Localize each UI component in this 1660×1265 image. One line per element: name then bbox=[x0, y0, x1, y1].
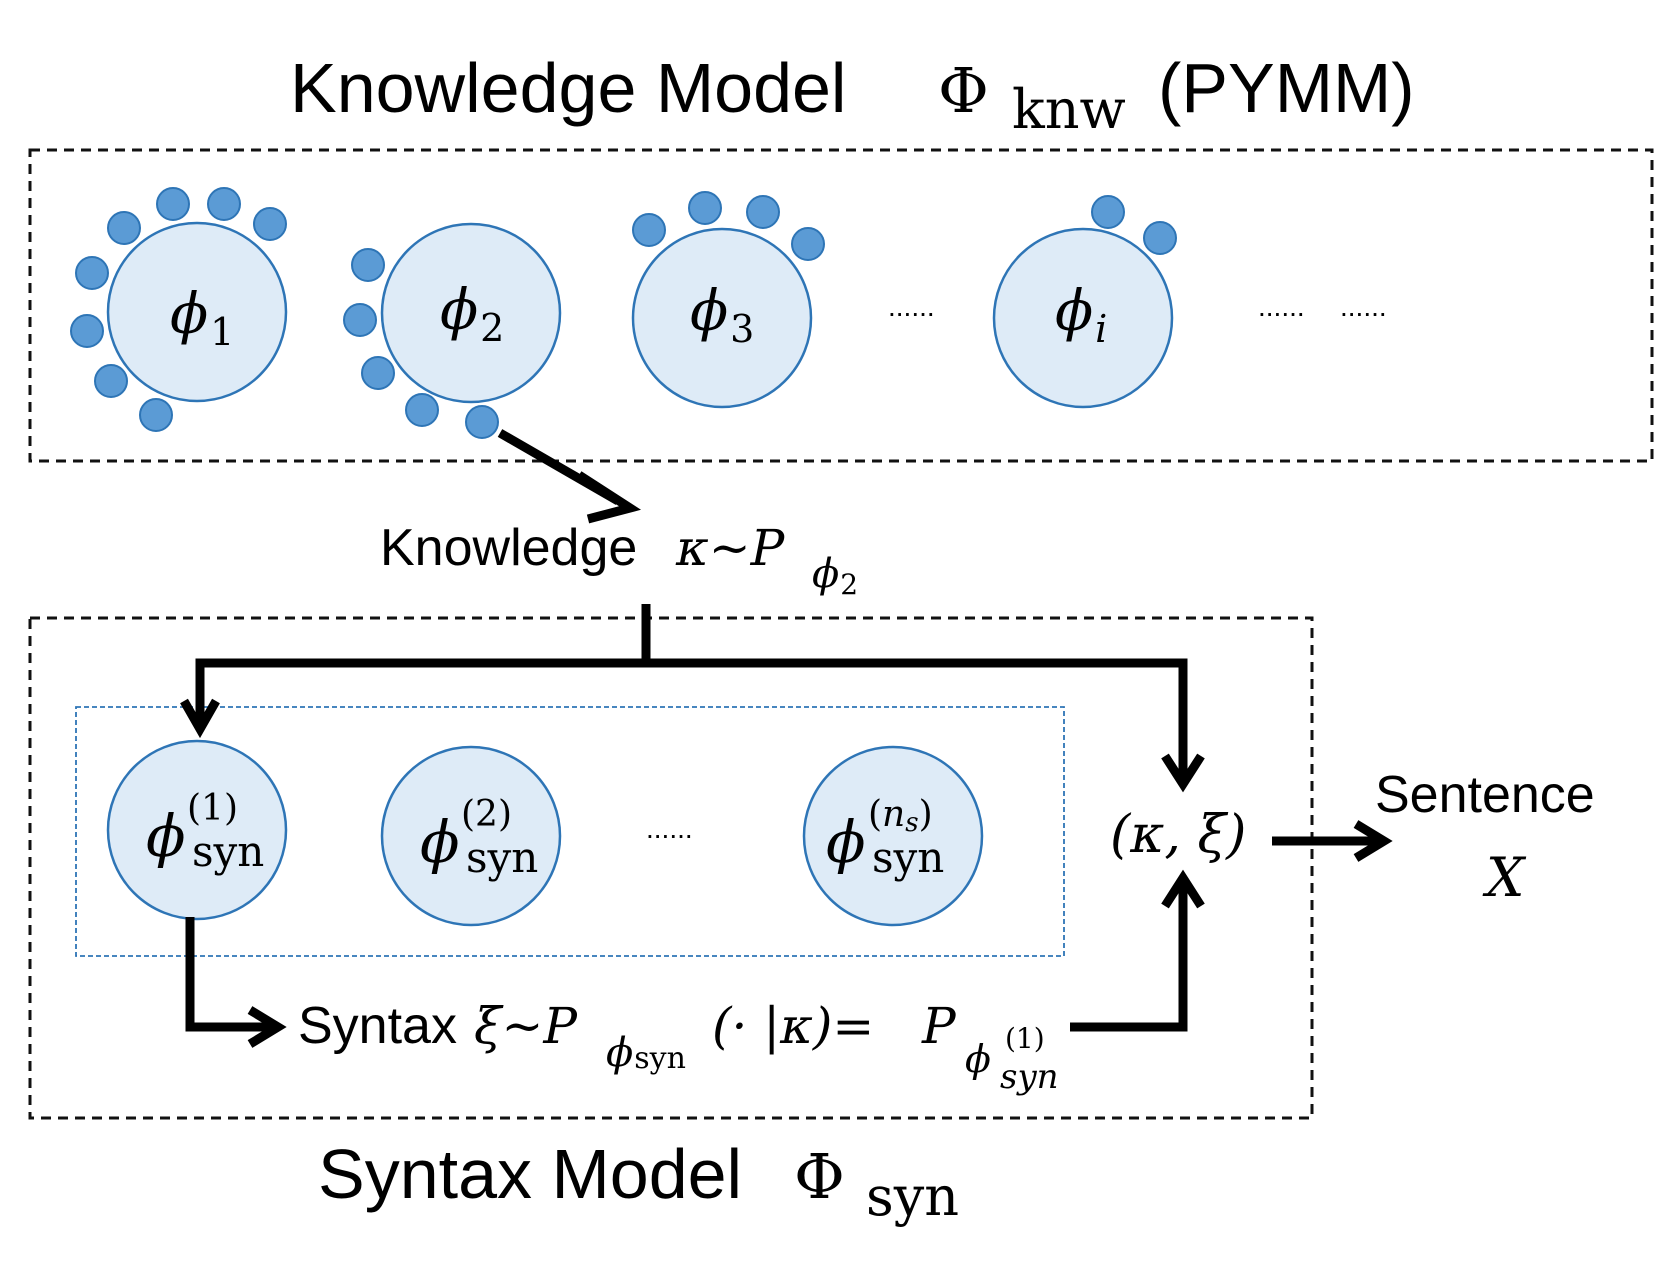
syntax-condition: (· |κ)= bbox=[712, 997, 874, 1055]
syntax-model-box bbox=[28, 616, 1314, 1120]
sample-dot bbox=[343, 303, 377, 337]
knowledge-distribution-arrows bbox=[180, 604, 1205, 793]
ellipsis: ...... bbox=[646, 813, 693, 844]
cluster-phi-1: ϕ1 bbox=[70, 187, 288, 432]
knowledge-model-paren-label: (PYMM) bbox=[1158, 49, 1415, 127]
cluster-label: ϕ1 bbox=[170, 282, 234, 354]
component-superscript: (2) bbox=[461, 794, 512, 835]
sample-dot bbox=[156, 187, 190, 221]
component-subscript: syn bbox=[466, 833, 538, 882]
cluster-circle bbox=[106, 221, 288, 403]
knowledge-word: Knowledge bbox=[380, 519, 637, 577]
sample-dot bbox=[94, 364, 128, 398]
syntax-component-2: ϕ (2) syn bbox=[380, 745, 562, 927]
component-syntax-arrow bbox=[185, 917, 287, 1048]
knowledge-sample-label: Knowledge κ~P ϕ2 bbox=[380, 519, 858, 601]
component-symbol: ϕ bbox=[420, 808, 460, 876]
sample-dot bbox=[107, 211, 141, 245]
sample-dot bbox=[632, 213, 666, 247]
knowledge-expression-sub: ϕ2 bbox=[812, 551, 858, 601]
syntax-component-ns: ϕ (ns) syn bbox=[802, 745, 984, 927]
syntax-sample-label: Syntax ξ~P ϕsyn (· |κ)= P ϕ (1) syn bbox=[298, 997, 1059, 1097]
sentence-word: Sentence bbox=[1375, 766, 1595, 824]
syntax-rhs-phi: ϕ bbox=[965, 1037, 991, 1081]
syntax-word: Syntax bbox=[298, 997, 457, 1055]
cluster-circle bbox=[380, 222, 562, 404]
syntax-model-phi-symbol: Φ bbox=[794, 1140, 845, 1213]
sample-dot bbox=[207, 187, 241, 221]
component-circle bbox=[106, 739, 288, 921]
component-subscript: syn bbox=[872, 833, 944, 882]
component-subscript: syn bbox=[192, 827, 264, 876]
svg-text:(PYMM): (PYMM) bbox=[1158, 49, 1415, 127]
sample-dot bbox=[253, 207, 287, 241]
knowledge-syntax-pair: (κ, ξ) bbox=[1110, 805, 1246, 865]
cluster-phi-i: ϕi bbox=[992, 195, 1177, 409]
sample-dot bbox=[361, 356, 395, 390]
syntax-components-box bbox=[75, 706, 1065, 957]
syntax-model-phi-subscript: syn bbox=[866, 1165, 959, 1228]
syntax-rhs-subscript: syn bbox=[1000, 1057, 1059, 1097]
syntax-expression: ξ~P bbox=[474, 997, 578, 1055]
component-superscript: (ns) bbox=[868, 794, 933, 838]
sample-dot bbox=[465, 405, 499, 439]
knowledge-expression: κ~P bbox=[675, 519, 786, 577]
component-symbol: ϕ bbox=[146, 802, 186, 870]
cluster-circle bbox=[631, 227, 813, 409]
sample-dot bbox=[70, 314, 104, 348]
component-circle bbox=[802, 745, 984, 927]
svg-text:Knowledge Model: Knowledge Model bbox=[290, 49, 846, 127]
cluster-label: ϕ3 bbox=[690, 279, 754, 351]
sample-dot bbox=[1143, 221, 1177, 255]
syntax-model-title: Syntax Model Φ syn bbox=[318, 1135, 959, 1228]
syntax-component-1: ϕ (1) syn bbox=[106, 739, 288, 921]
knowledge-model-box bbox=[28, 148, 1654, 463]
sample-dot bbox=[75, 256, 109, 290]
syntax-rhs-superscript: (1) bbox=[1005, 1022, 1045, 1055]
syntax-rhs-p: P bbox=[921, 997, 957, 1055]
ellipsis: ...... bbox=[888, 291, 935, 322]
knowledge-model-title: Knowledge Model Φ knw (PYMM) bbox=[290, 49, 1415, 141]
sentence-variable: X bbox=[1482, 846, 1527, 909]
sample-dot bbox=[351, 248, 385, 282]
sample-dot bbox=[688, 191, 722, 225]
sample-dot bbox=[1091, 195, 1125, 229]
syntax-model-title-text: Syntax Model bbox=[318, 1135, 742, 1213]
cluster-label: ϕi bbox=[1055, 279, 1107, 351]
cluster-phi-3: ϕ3 bbox=[631, 191, 825, 409]
sample-dot bbox=[139, 398, 173, 432]
sample-dot bbox=[746, 195, 780, 229]
knowledge-model-phi-subscript: knw bbox=[1012, 78, 1126, 141]
pair-sentence-arrow bbox=[1272, 820, 1393, 862]
svg-text:Φ: Φ bbox=[938, 54, 989, 127]
cluster-phi-2: ϕ2 bbox=[343, 222, 562, 439]
sample-dot bbox=[791, 227, 825, 261]
knowledge-model-phi-symbol: Φ bbox=[938, 54, 989, 127]
sentence-output: Sentence X bbox=[1375, 766, 1595, 909]
component-circle bbox=[380, 745, 562, 927]
svg-text:knw: knw bbox=[1012, 78, 1126, 141]
component-symbol: ϕ bbox=[826, 808, 866, 876]
sample-knowledge-arrow bbox=[497, 429, 642, 524]
syntax-expression-sub: ϕsyn bbox=[606, 1030, 686, 1076]
sample-dot bbox=[405, 393, 439, 427]
syntax-pair-arrow bbox=[1070, 869, 1205, 1032]
ellipsis: ...... bbox=[1258, 291, 1305, 322]
cluster-label: ϕ2 bbox=[440, 278, 504, 350]
cluster-circle bbox=[992, 227, 1174, 409]
ellipsis: ...... bbox=[1340, 291, 1387, 322]
component-superscript: (1) bbox=[187, 788, 238, 829]
knowledge-model-title-text: Knowledge Model bbox=[290, 49, 846, 127]
